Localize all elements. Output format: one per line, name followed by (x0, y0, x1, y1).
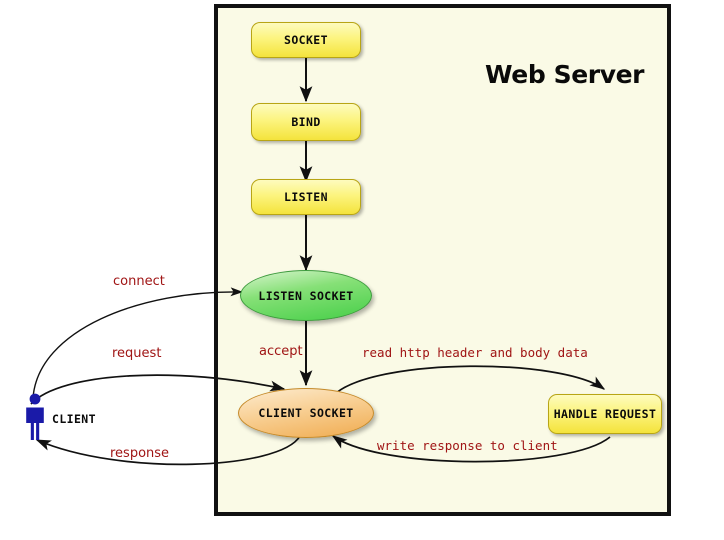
edge-label-read-http: read http header and body data (362, 345, 588, 360)
node-listen[interactable]: LISTEN (251, 179, 361, 215)
edge-label-connect: connect (113, 274, 165, 289)
node-listen-socket[interactable]: LISTEN SOCKET (240, 270, 372, 321)
web-server-title: Web Server (485, 60, 645, 89)
node-handle-request[interactable]: HANDLE REQUEST (548, 394, 662, 434)
client-actor-label: CLIENT (52, 412, 96, 426)
edge-label-accept: accept (259, 344, 303, 359)
node-socket[interactable]: SOCKET (251, 22, 361, 58)
node-client-socket[interactable]: CLIENT SOCKET (238, 388, 374, 438)
node-bind[interactable]: BIND (251, 103, 361, 141)
edge-connect (32, 287, 244, 399)
edge-label-write-response: write response to client (377, 438, 558, 453)
edge-label-response: response (110, 446, 170, 461)
client-actor-icon (26, 393, 44, 440)
edge-label-request: request (112, 346, 162, 361)
